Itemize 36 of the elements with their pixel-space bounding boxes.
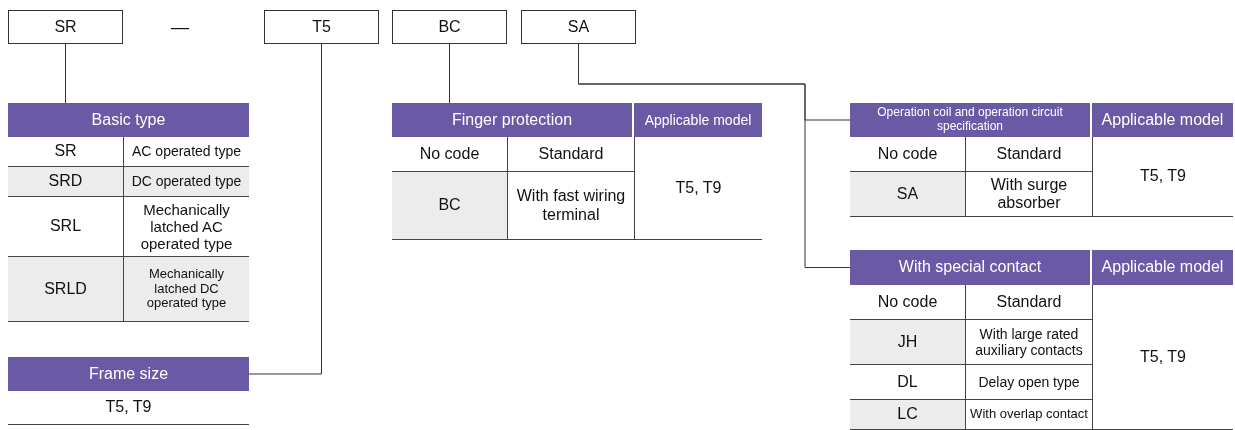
description-text: With fast wiring terminal xyxy=(507,172,634,240)
description-text: Standard xyxy=(507,137,634,172)
description-text: Standard xyxy=(965,137,1092,172)
code-box: SR xyxy=(8,10,123,44)
table-header: Applicable model xyxy=(1092,250,1233,285)
code-box: SA xyxy=(521,10,636,44)
code-text: JH xyxy=(850,320,965,365)
table-header: Operation coil and operation circuit specification xyxy=(850,103,1090,137)
model-text: T5, T9 xyxy=(634,137,762,240)
code-text: BC xyxy=(392,172,507,240)
description-text: With overlap contact xyxy=(965,400,1092,430)
connector-line xyxy=(248,43,322,375)
code-text: LC xyxy=(850,400,965,430)
table-header: Finger protection xyxy=(392,103,632,137)
connector-line xyxy=(65,43,66,104)
description-text: With surge absorber xyxy=(965,172,1092,217)
code-text: SA xyxy=(850,172,965,217)
description-text: Delay open type xyxy=(965,365,1092,400)
code-text: SRD xyxy=(8,167,123,197)
table-header: With special contact xyxy=(850,250,1090,285)
description-text: Mechanically latched DC operated type xyxy=(123,257,249,322)
code-text: T5, T9 xyxy=(8,391,249,425)
description-text: With large rated auxiliary contacts xyxy=(965,320,1092,365)
code-box: T5 xyxy=(264,10,379,44)
separator-dash: — xyxy=(170,15,190,39)
description-text: DC operated type xyxy=(123,167,249,197)
table-header: Applicable model xyxy=(1092,103,1233,137)
code-box: BC xyxy=(392,10,507,44)
table-header: Frame size xyxy=(8,357,249,391)
model-text: T5, T9 xyxy=(1092,137,1233,217)
model-text: T5, T9 xyxy=(1092,285,1233,430)
code-text: SRLD xyxy=(8,257,123,322)
description-text: Standard xyxy=(965,285,1092,320)
table-header: Basic type xyxy=(8,103,249,137)
connector-line xyxy=(449,43,450,104)
table-header: Applicable model xyxy=(634,103,762,137)
